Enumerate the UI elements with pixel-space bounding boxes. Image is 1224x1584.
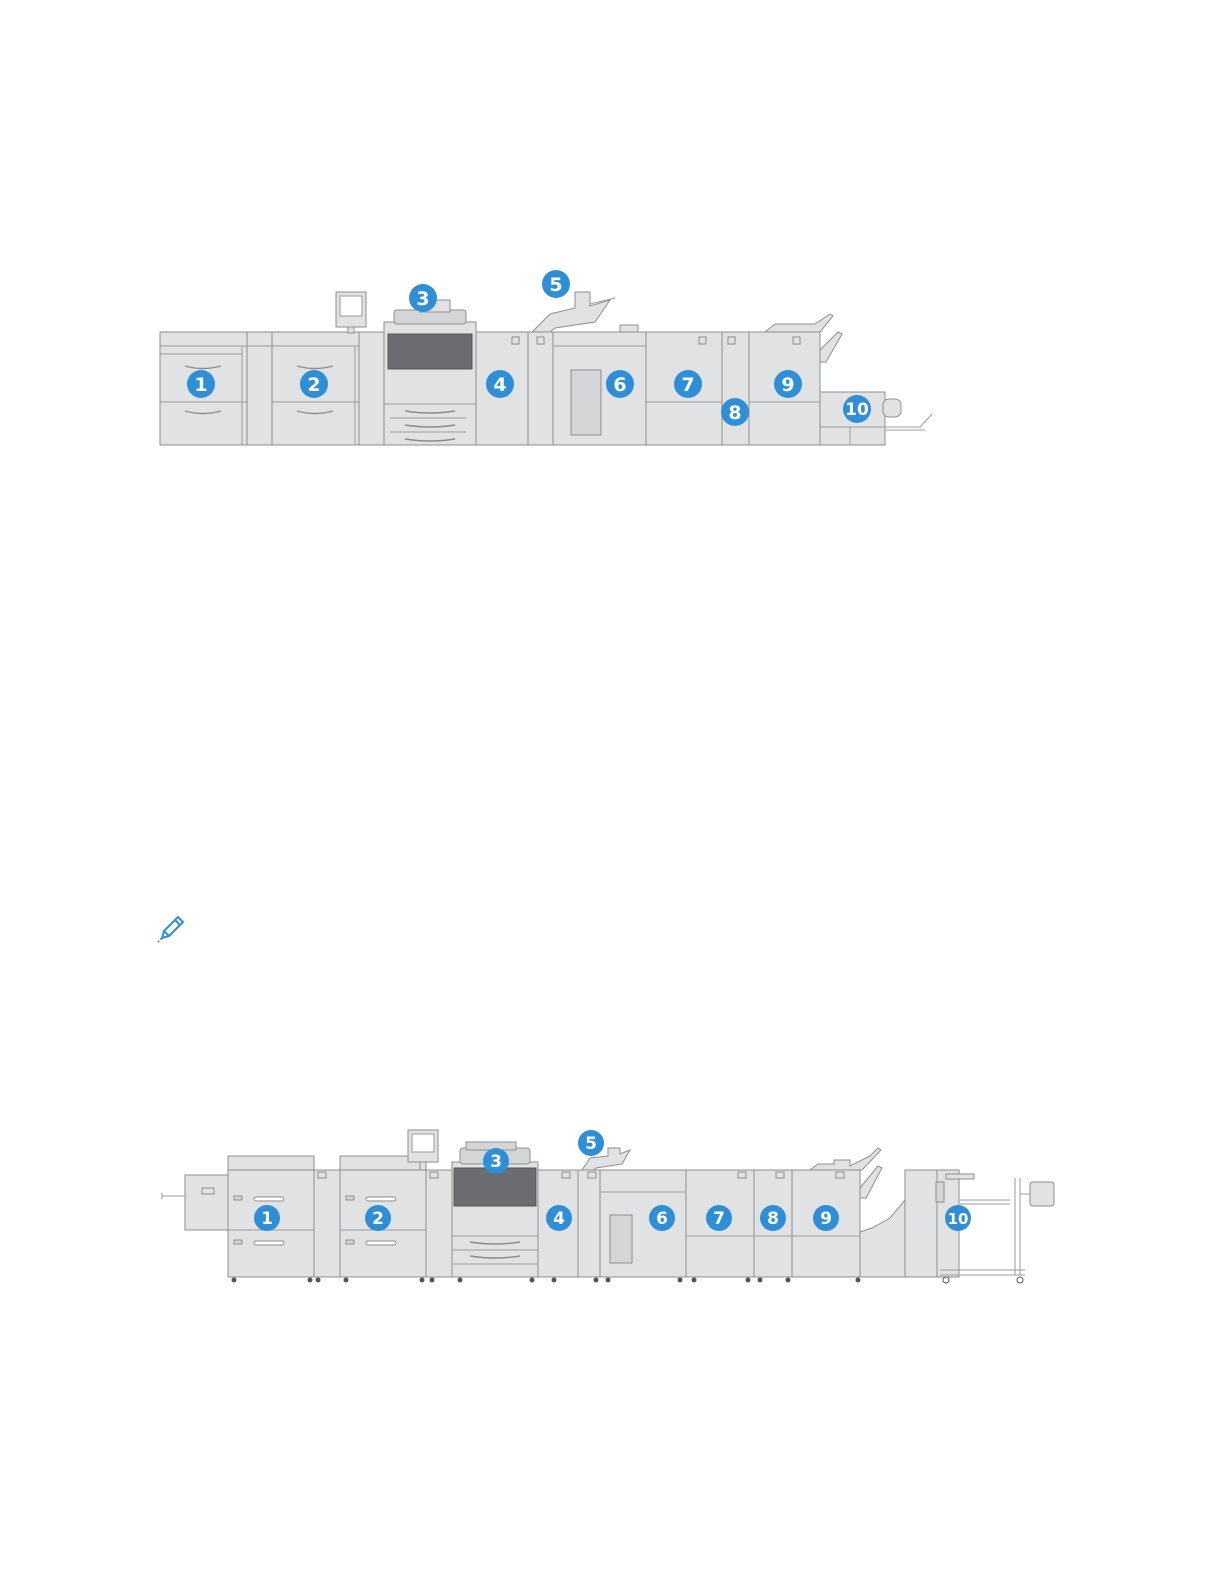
svg-text:6: 6 (613, 374, 626, 396)
svg-text:10: 10 (845, 400, 869, 420)
svg-text:4: 4 (553, 1209, 565, 1229)
callout-1: 1 (254, 1205, 280, 1231)
callout-5: 5 (542, 270, 570, 298)
callout-7: 7 (674, 370, 702, 398)
svg-text:10: 10 (948, 1210, 969, 1228)
svg-text:3: 3 (490, 1152, 502, 1172)
callout-9: 9 (813, 1205, 839, 1231)
pencil-icon (156, 912, 188, 944)
callout-3: 3 (409, 284, 437, 312)
module-connector (314, 1170, 340, 1283)
callout-4: 4 (486, 370, 514, 398)
svg-text:3: 3 (416, 288, 429, 310)
printer-system-diagram-top: 1 2 3 4 5 6 7 8 9 10 (150, 262, 950, 462)
callout-3: 3 (483, 1148, 509, 1174)
callout-1: 1 (187, 370, 215, 398)
svg-text:5: 5 (549, 274, 562, 296)
callout-8: 8 (760, 1205, 786, 1231)
callout-10: 10 (843, 395, 871, 423)
callout-8: 8 (721, 398, 749, 426)
svg-text:2: 2 (372, 1209, 384, 1229)
callout-6: 6 (606, 370, 634, 398)
callout-6: 6 (649, 1205, 675, 1231)
svg-text:5: 5 (585, 1134, 597, 1154)
svg-text:4: 4 (493, 374, 506, 396)
module-10-stacker (820, 392, 932, 445)
module-8 (722, 332, 749, 445)
callout-5: 5 (578, 1130, 604, 1156)
left-inserter (162, 1175, 228, 1230)
svg-text:8: 8 (728, 402, 741, 424)
module-3-press-engine (384, 300, 476, 445)
svg-text:1: 1 (194, 374, 207, 396)
callout-10: 10 (945, 1205, 971, 1231)
printer-system-diagram-bottom: 1 2 3 4 5 6 7 8 9 10 (150, 1120, 1070, 1295)
module-6 (600, 1170, 686, 1283)
svg-text:7: 7 (681, 374, 694, 396)
svg-text:6: 6 (656, 1209, 668, 1229)
callout-2: 2 (365, 1205, 391, 1231)
svg-text:9: 9 (820, 1209, 832, 1229)
svg-text:7: 7 (713, 1209, 725, 1229)
svg-text:1: 1 (261, 1209, 273, 1229)
svg-text:8: 8 (767, 1209, 779, 1229)
svg-text:2: 2 (307, 374, 320, 396)
module-connector (247, 332, 272, 445)
callout-9: 9 (774, 370, 802, 398)
callout-4: 4 (546, 1205, 572, 1231)
svg-text:9: 9 (781, 374, 794, 396)
callout-2: 2 (300, 370, 328, 398)
callout-7: 7 (706, 1205, 732, 1231)
